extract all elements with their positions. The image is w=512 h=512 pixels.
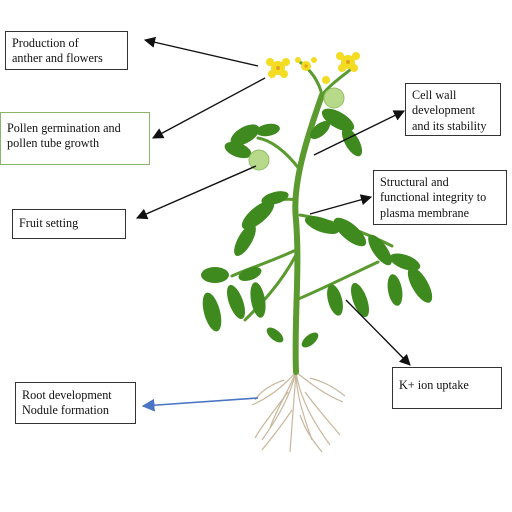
flowers [266,52,360,84]
label-cell-wall: Cell wall development and its stability [405,83,501,136]
arrow-cell-wall [313,110,406,156]
label-root: Root development Nodule formation [15,382,136,424]
label-structural-line2: functional integrity to [380,190,487,205]
arrow-root [141,397,259,412]
arrow-structural [309,194,373,215]
label-root-line2: Nodule formation [22,403,109,418]
arrow-production [143,36,259,67]
label-cell-wall-line2: development [412,103,475,118]
label-fruit: Fruit setting [12,209,126,239]
label-pollen: Pollen germination and pollen tube growt… [0,112,150,165]
label-root-line1: Root development [22,388,112,402]
label-structural-line1: Structural and [380,175,449,189]
label-structural-line3: plasma membrane [380,205,470,220]
arrow-k-ion [345,299,411,366]
label-production-line1: Production of [12,36,79,50]
fruits [248,87,345,171]
label-k-ion-line1: K+ ion uptake [399,378,469,392]
callout-arrows [135,36,411,366]
label-cell-wall-line3: and its stability [412,118,487,133]
label-fruit-line1: Fruit setting [19,216,79,230]
label-pollen-line1: Pollen germination and [7,121,121,135]
leaves [201,108,433,348]
label-structural: Structural and functional integrity to p… [373,170,507,225]
label-k-ion: K+ ion uptake [392,367,502,409]
label-pollen-line2: pollen tube growth [7,136,100,151]
label-cell-wall-line1: Cell wall [412,88,457,102]
arrow-fruit [135,165,257,220]
label-production-line2: anther and flowers [12,51,103,66]
arrow-pollen [152,77,266,139]
roots [251,371,346,453]
label-production: Production of anther and flowers [5,31,128,70]
